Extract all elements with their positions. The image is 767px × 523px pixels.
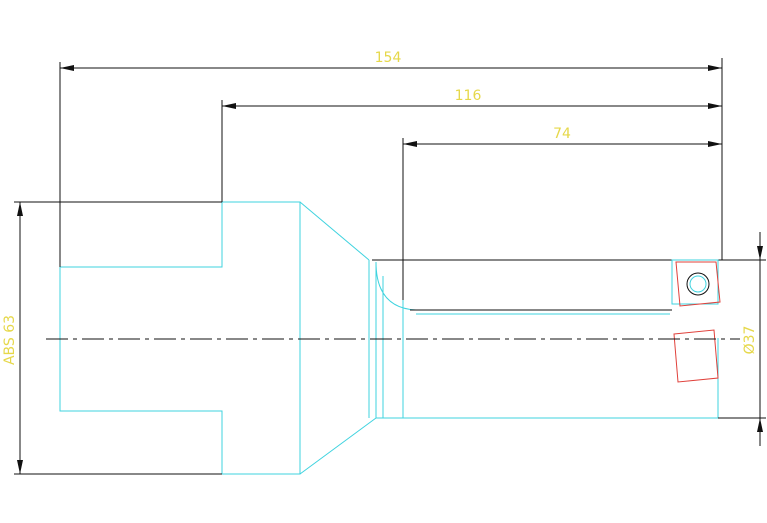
shank-outline	[59, 202, 223, 474]
screw-inner-icon	[689, 275, 707, 293]
dimension-lines	[14, 58, 766, 475]
arrow-154-right	[708, 65, 722, 71]
arrow-abs-top	[17, 202, 23, 216]
screw-outer-icon	[686, 272, 710, 296]
arrow-abs-bottom	[17, 460, 23, 474]
cone-transition	[299, 201, 377, 475]
dim-text-154: 154	[375, 50, 402, 66]
cutting-insert-icon	[673, 329, 719, 383]
dim-text-116: 116	[455, 88, 482, 104]
arrow-74-left	[403, 141, 417, 147]
shank-block	[222, 201, 301, 475]
arrow-dia-bottom	[757, 418, 763, 432]
dim-text-abs63: ABS 63	[2, 315, 18, 365]
tool-body-geometry	[59, 201, 719, 475]
arrow-dia-top	[757, 246, 763, 260]
arrow-154-left	[60, 65, 74, 71]
arrow-74-right	[708, 141, 722, 147]
insert-top	[675, 261, 721, 307]
insert-bottom	[673, 329, 719, 383]
bar-edges	[372, 259, 722, 311]
dim-text-74: 74	[553, 126, 571, 142]
cutting-insert-icon	[671, 259, 721, 307]
bar-top-curve	[375, 261, 670, 311]
arrow-116-right	[708, 103, 722, 109]
arrowheads	[17, 65, 763, 474]
arrow-116-left	[222, 103, 236, 109]
dim-text-dia37: Ø37	[742, 326, 758, 355]
